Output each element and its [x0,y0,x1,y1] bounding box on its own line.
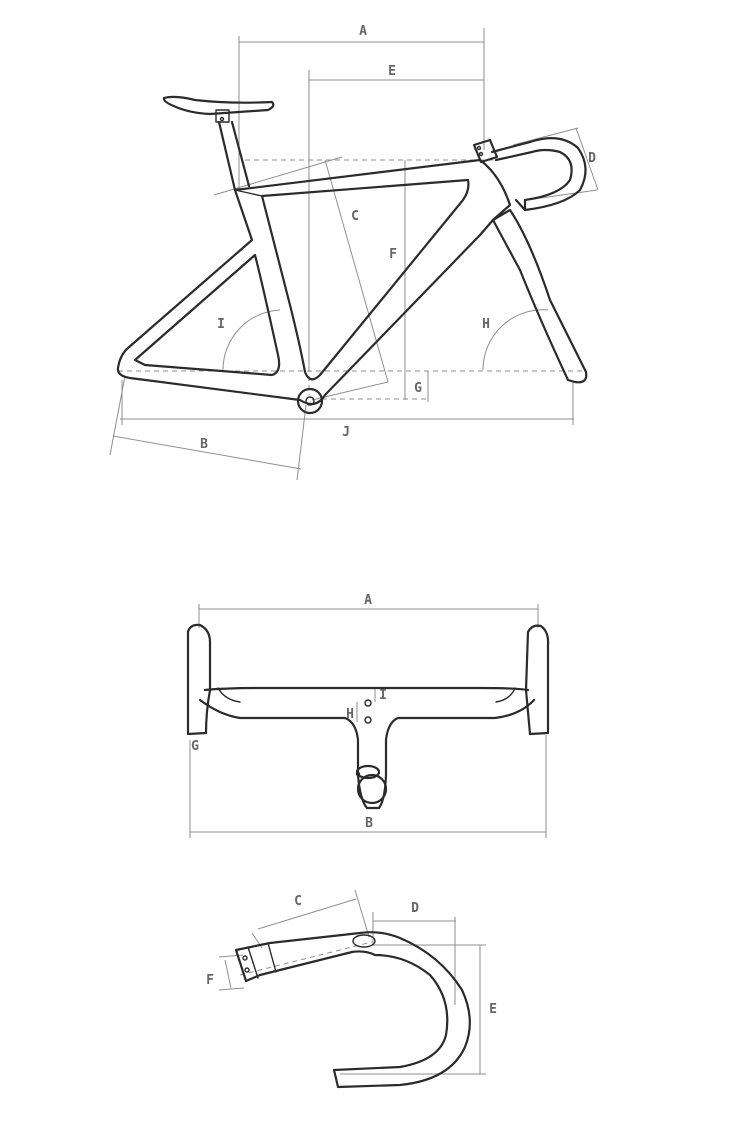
frame-label-b: B [200,437,208,452]
handlebar-side-outline [234,931,471,1089]
handlebar-front-outline [186,623,550,810]
seatpost [217,120,251,192]
bike-frame-diagram: A E C F D I H G J B [109,24,599,481]
frame-label-g: G [414,381,422,396]
frame-label-f: F [389,247,397,262]
handlebar-side-diagram: C D E F [206,889,497,1089]
handlebar-front-label-i: I [379,688,387,703]
frame-label-a: A [359,24,367,39]
handlebar-side-label-c: C [294,894,302,909]
handlebar-side-label-e: E [489,1002,497,1017]
handlebar-side-label-f: F [206,973,214,988]
handlebar-front-diagram: A B G H I [186,593,550,838]
frame-label-j: J [342,425,350,440]
handlebar-side-labels: C D E F [206,894,497,1017]
handlebar-front-label-b: B [365,816,373,831]
frame-label-c: C [351,209,359,224]
frame-dimension-lines [109,28,599,481]
handlebar-front-labels: A B G H I [191,593,387,831]
handlebar-front-label-h: H [346,707,354,722]
handlebar-front-dimension-lines [189,604,547,838]
handlebar-side-label-d: D [411,901,419,916]
handlebar-front-label-a: A [364,593,372,608]
frame-label-i: I [217,317,225,332]
saddle [162,95,275,123]
handlebar-side-dimension-lines [218,889,486,1075]
frame-outline [116,137,588,415]
handlebar-front-label-g: G [191,739,199,754]
frame-label-d: D [588,151,596,166]
frame-dimension-labels: A E C F D I H G J B [200,24,596,452]
frame-label-h: H [482,317,490,332]
frame-label-e: E [388,64,396,79]
